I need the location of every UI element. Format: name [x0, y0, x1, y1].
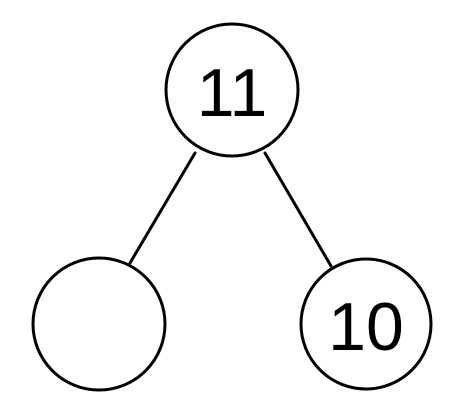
tree-node-left	[31, 256, 167, 392]
node-circle-left	[31, 256, 167, 392]
tree-node-root: 11	[164, 22, 300, 158]
edge-root-left	[128, 151, 197, 265]
edge-root-right	[263, 151, 333, 268]
node-label-root: 11	[197, 55, 268, 131]
node-label-right: 10	[328, 289, 404, 365]
node-circle-root	[164, 22, 300, 158]
node-circle-right	[299, 257, 433, 391]
tree-node-right: 10	[299, 257, 433, 391]
